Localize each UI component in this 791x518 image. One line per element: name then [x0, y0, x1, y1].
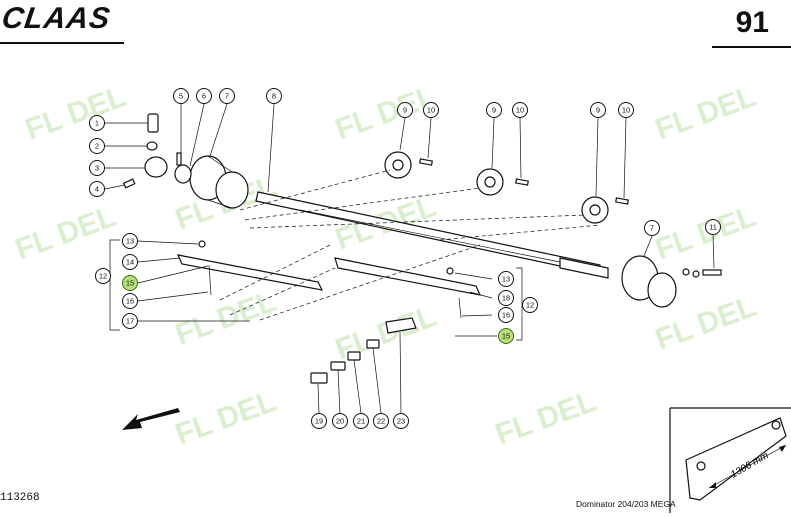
callout-12: 12 [95, 268, 111, 284]
header-rule [0, 42, 124, 44]
callout-1: 1 [89, 115, 105, 131]
svg-text:3: 3 [95, 164, 99, 173]
callout-16: 16 [498, 307, 514, 323]
svg-text:5: 5 [179, 92, 183, 101]
claas-logo: CLAAS [0, 2, 113, 35]
small-parts-left [122, 113, 192, 189]
svg-text:16: 16 [126, 297, 134, 306]
callout-13: 13 [498, 271, 514, 287]
watermark-text: FL DEL [21, 80, 130, 147]
callout-15-highlighted: 15 [122, 275, 138, 291]
callout-23: 23 [393, 413, 409, 429]
callout-11: 11 [705, 219, 721, 235]
svg-text:12: 12 [526, 301, 534, 310]
svg-text:18: 18 [502, 294, 510, 303]
svg-text:14: 14 [126, 258, 134, 267]
svg-text:9: 9 [492, 106, 496, 115]
callout-8: 8 [266, 88, 282, 104]
watermark-text: FL DEL [651, 200, 760, 267]
callout-2: 2 [89, 138, 105, 154]
group-brackets [109, 239, 523, 341]
sprockets [384, 151, 629, 224]
callout-9: 9 [397, 102, 413, 118]
svg-text:13: 13 [502, 275, 510, 284]
model-label: Dominator 204/203 MEGA [576, 499, 676, 509]
callout-10: 10 [618, 102, 634, 118]
callouts: 1 2 3 4 5 6 7 8 9 10 9 10 9 10 7 11 13 1… [89, 88, 721, 429]
inset-detail: 1306 mm [669, 407, 791, 513]
callout-12: 12 [522, 297, 538, 313]
svg-text:11: 11 [709, 223, 717, 232]
svg-text:9: 9 [596, 106, 600, 115]
callout-19: 19 [311, 413, 327, 429]
callout-10: 10 [512, 102, 528, 118]
svg-text:16: 16 [502, 311, 510, 320]
svg-text:19: 19 [315, 417, 323, 426]
watermark-text: FL DEL [171, 385, 280, 452]
direction-arrow-icon [122, 408, 180, 430]
svg-text:10: 10 [516, 106, 524, 115]
svg-text:2: 2 [95, 142, 99, 151]
blade-parts [310, 317, 417, 384]
callout-22: 22 [373, 413, 389, 429]
svg-text:7: 7 [225, 92, 229, 101]
drive-shaft [255, 191, 609, 279]
callout-7: 7 [644, 220, 660, 236]
svg-text:1: 1 [95, 119, 99, 128]
svg-text:8: 8 [272, 92, 276, 101]
svg-text:7: 7 [650, 224, 654, 233]
callout-14: 14 [122, 254, 138, 270]
callout-leaders [104, 103, 715, 414]
callout-21: 21 [353, 413, 369, 429]
right-flange-hub [621, 255, 722, 308]
svg-text:20: 20 [336, 417, 344, 426]
callout-3: 3 [89, 160, 105, 176]
watermark-text: FL DEL [651, 80, 760, 147]
svg-text:9: 9 [403, 106, 407, 115]
callout-17: 17 [122, 313, 138, 329]
callout-7: 7 [219, 88, 235, 104]
watermark-text: FL DEL [491, 385, 600, 452]
callout-10: 10 [423, 102, 439, 118]
callout-18: 18 [498, 290, 514, 306]
callout-16: 16 [122, 293, 138, 309]
svg-text:21: 21 [357, 417, 365, 426]
callout-6: 6 [196, 88, 212, 104]
callout-20: 20 [332, 413, 348, 429]
svg-text:15: 15 [126, 279, 134, 288]
page-number-rule [712, 46, 791, 48]
svg-text:15: 15 [502, 332, 510, 341]
callout-5: 5 [173, 88, 189, 104]
callout-9: 9 [486, 102, 502, 118]
svg-text:6: 6 [202, 92, 206, 101]
svg-text:13: 13 [126, 237, 134, 246]
dashed-leaders [219, 169, 601, 321]
svg-text:17: 17 [126, 317, 134, 326]
svg-text:23: 23 [397, 417, 405, 426]
svg-text:12: 12 [99, 272, 107, 281]
watermark-text: FL DEL [11, 200, 120, 267]
svg-text:4: 4 [95, 185, 99, 194]
callout-4: 4 [89, 181, 105, 197]
page-number: 91 [735, 6, 769, 39]
callout-15-highlighted: 15 [498, 328, 514, 344]
svg-text:10: 10 [427, 106, 435, 115]
callout-13: 13 [122, 233, 138, 249]
knife-bars [176, 240, 482, 319]
svg-text:10: 10 [622, 106, 630, 115]
left-flange-hub [189, 155, 249, 209]
svg-text:22: 22 [377, 417, 385, 426]
callout-9: 9 [590, 102, 606, 118]
drawing-code: 113268 [0, 492, 40, 504]
